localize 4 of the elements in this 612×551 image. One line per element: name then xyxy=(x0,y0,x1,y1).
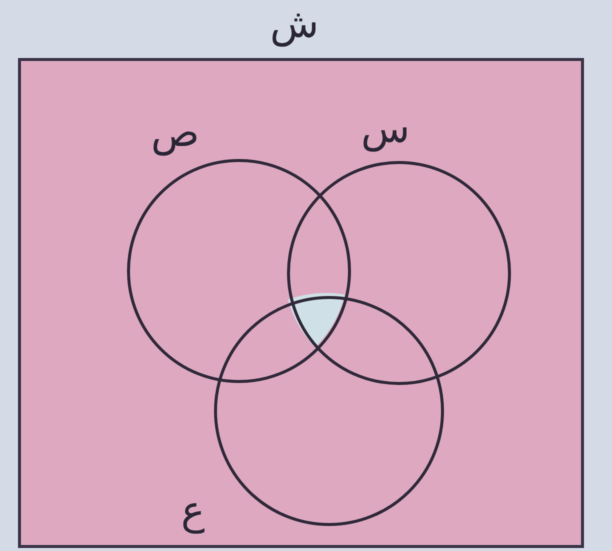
universal-set-rectangle xyxy=(18,58,584,548)
set-circle xyxy=(127,159,351,383)
set-circle xyxy=(287,161,511,385)
set-circle xyxy=(214,296,444,526)
